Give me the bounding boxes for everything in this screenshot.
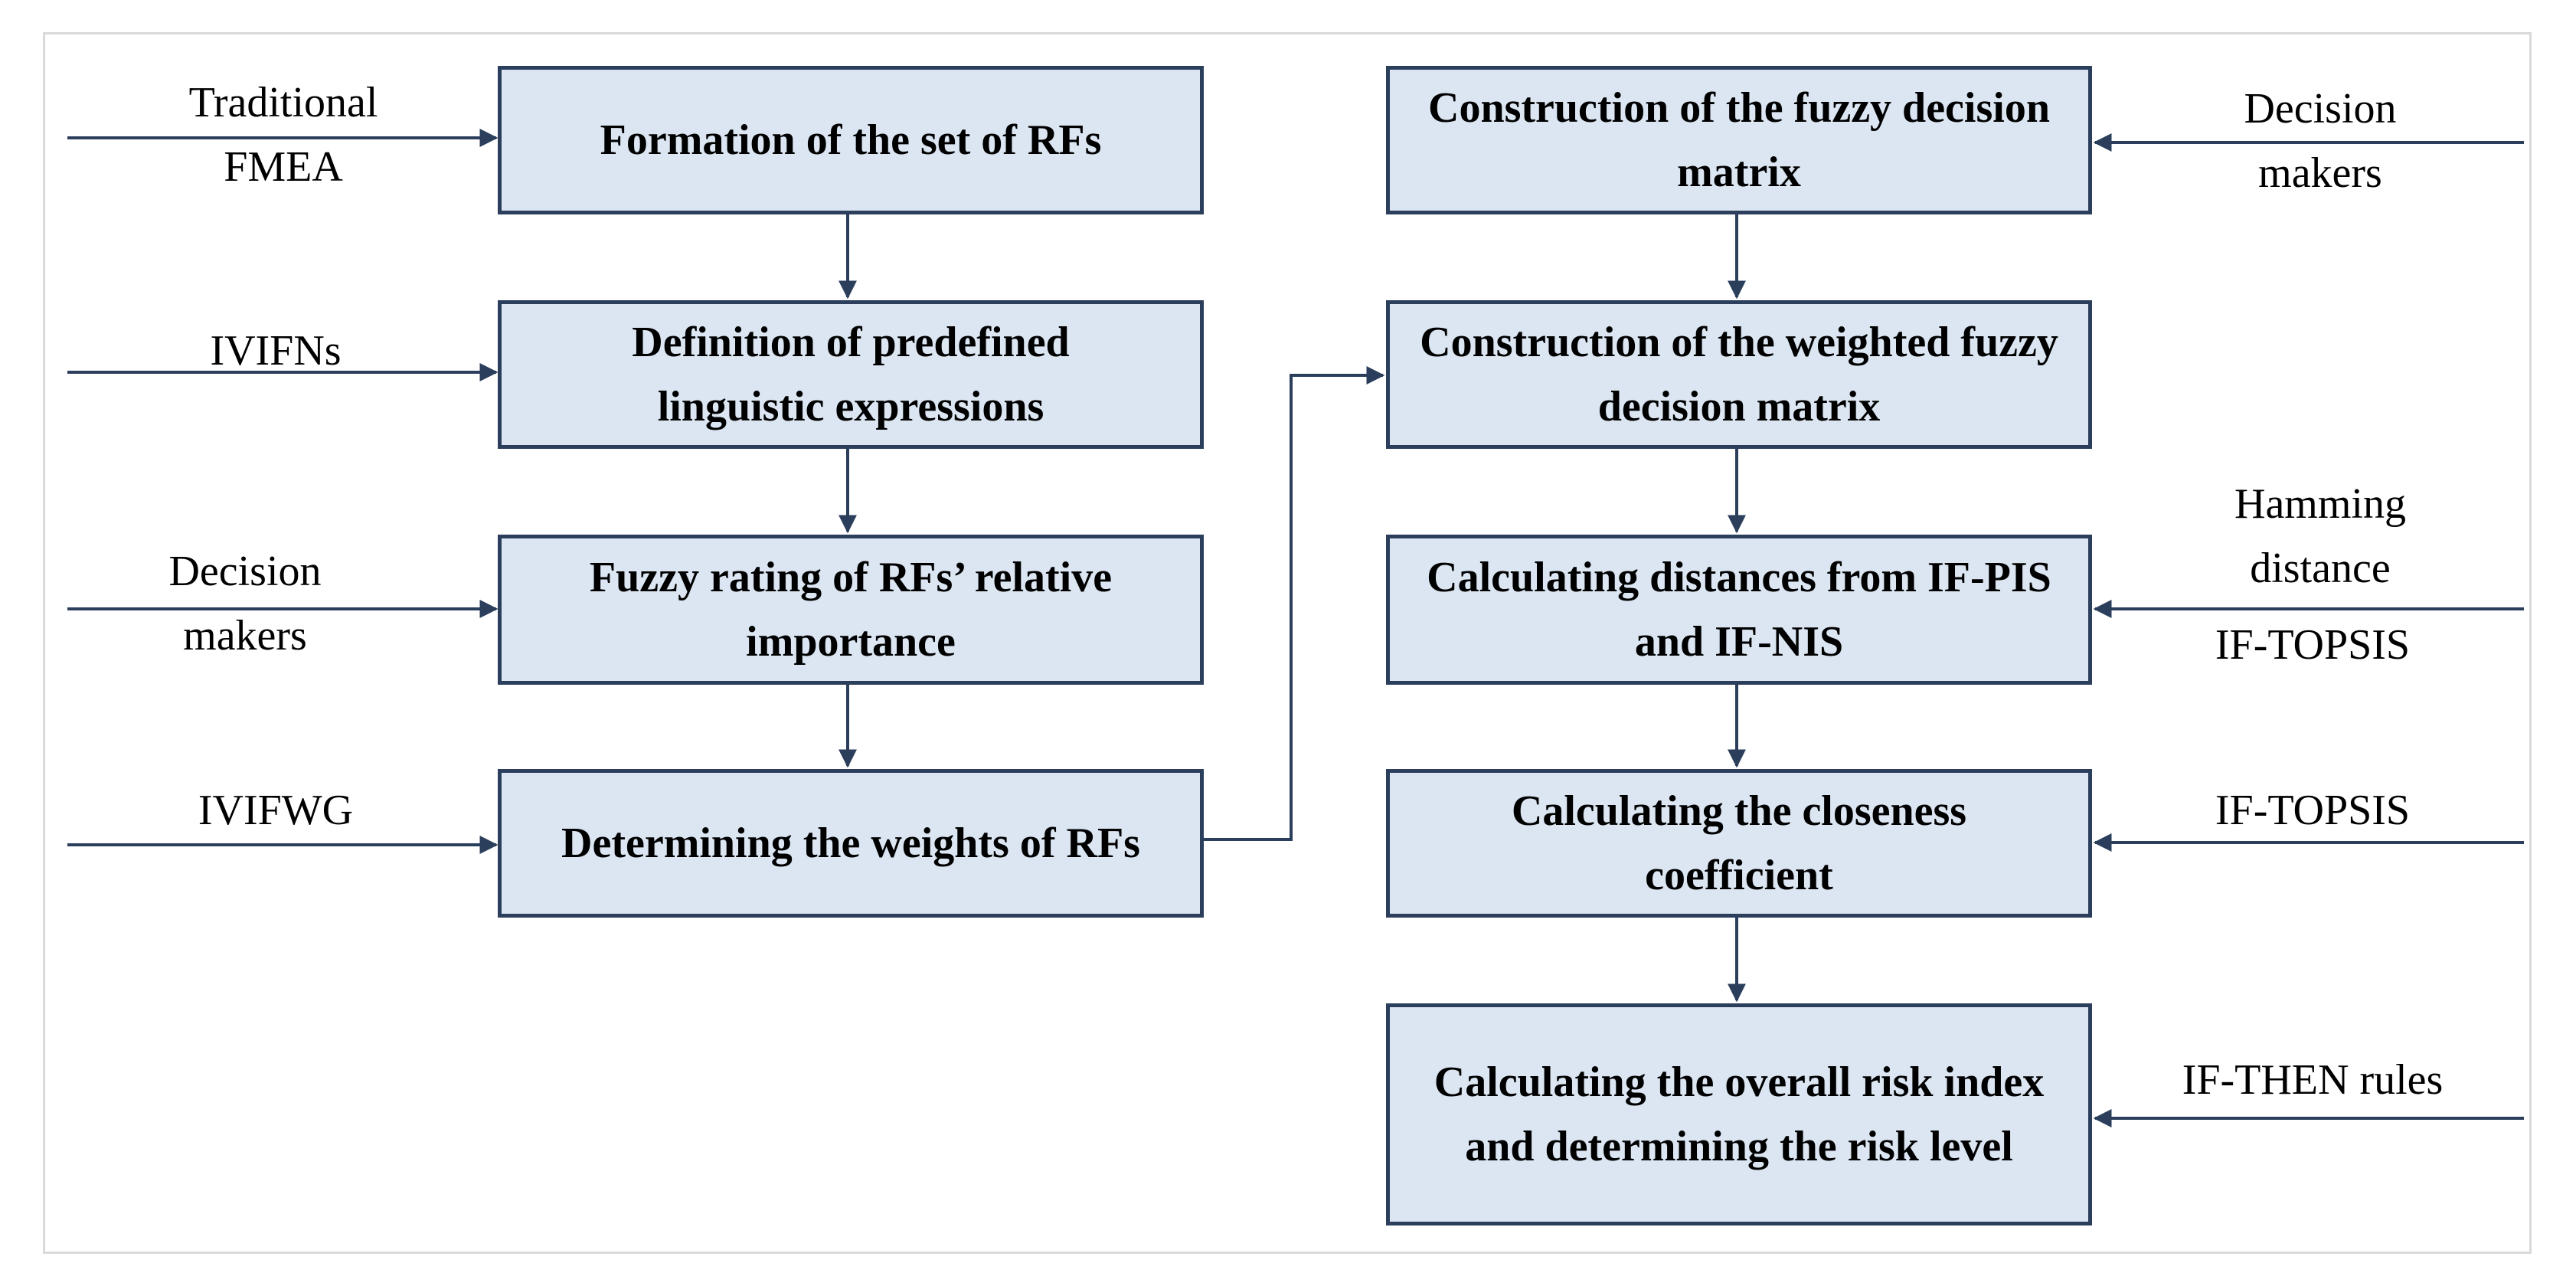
step-box-formation: Formation of the set of RFs bbox=[498, 66, 1204, 214]
step-box-closeness: Calculating the closeness coefficient bbox=[1386, 769, 2092, 918]
step-box-risk-index: Calculating the overall risk index and d… bbox=[1386, 1003, 2092, 1225]
step-box-fuzzy-rating: Fuzzy rating of RFs’ relative importance bbox=[498, 535, 1204, 685]
arrow-L4-R2 bbox=[1201, 366, 1385, 841]
figure-frame bbox=[43, 32, 2532, 1254]
input-label-hamming-distance: Hamming distance bbox=[2234, 480, 2406, 592]
step-text: Construction of the fuzzy decision matri… bbox=[1428, 84, 2050, 196]
input-label-decision-makers-left: Decision makers bbox=[168, 548, 322, 659]
input-label-ivifwg: IVIFWG bbox=[198, 787, 354, 834]
step-text: Determining the weights of RFs bbox=[561, 820, 1140, 867]
step-text: Formation of the set of RFs bbox=[600, 116, 1102, 164]
step-box-distances: Calculating distances from IF-PIS and IF… bbox=[1386, 535, 2092, 685]
step-text: Calculating the closeness coefficient bbox=[1511, 787, 1967, 899]
input-label-ivifns: IVIFNs bbox=[210, 327, 342, 375]
input-label-traditional-fmea: Traditional FMEA bbox=[188, 79, 378, 191]
step-text: Calculating distances from IF-PIS and IF… bbox=[1427, 554, 2051, 666]
step-box-fuzzy-decision-matrix: Construction of the fuzzy decision matri… bbox=[1386, 66, 2092, 214]
step-box-weighted-matrix: Construction of the weighted fuzzy decis… bbox=[1386, 300, 2092, 449]
step-text: Definition of predefined linguistic expr… bbox=[632, 319, 1070, 430]
step-text: Construction of the weighted fuzzy decis… bbox=[1420, 319, 2058, 430]
input-label-decision-makers-right: Decision makers bbox=[2244, 85, 2397, 197]
input-label-if-topsis-r4: IF-TOPSIS bbox=[2215, 787, 2411, 834]
input-label-if-then-rules: IF-THEN rules bbox=[2182, 1056, 2444, 1104]
step-box-definition: Definition of predefined linguistic expr… bbox=[498, 300, 1204, 449]
step-text: Fuzzy rating of RFs’ relative importance bbox=[589, 554, 1113, 666]
step-text: Calculating the overall risk index and d… bbox=[1433, 1059, 2045, 1170]
input-label-if-topsis-r3: IF-TOPSIS bbox=[2215, 621, 2411, 669]
step-box-weights: Determining the weights of RFs bbox=[498, 769, 1204, 918]
